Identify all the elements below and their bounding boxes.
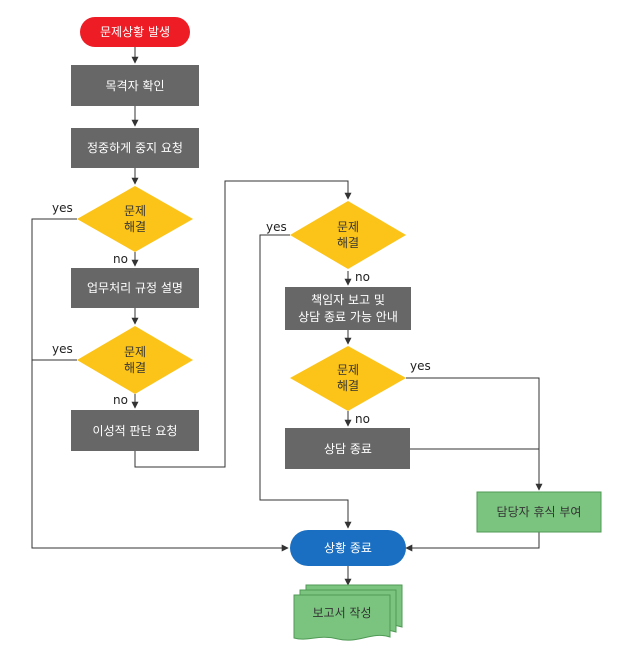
node-decision3: 문제 해결 xyxy=(290,201,406,269)
edge-reason-decision3 xyxy=(134,180,352,468)
request-reason-label: 이성적 판단 요청 xyxy=(93,424,178,438)
end-situation-label: 상황 종료 xyxy=(324,541,372,555)
node-start: 문제상황 발생 xyxy=(80,17,190,47)
node-give-break: 담당자 휴식 부여 xyxy=(476,491,602,533)
explain-rules-label: 업무처리 규정 설명 xyxy=(87,281,183,295)
edge-decision3-yes xyxy=(259,234,352,529)
decision1-shape xyxy=(77,186,193,252)
label-yes-2: yes xyxy=(52,342,73,356)
end-consult-box xyxy=(285,428,410,469)
end-consult-label: 상담 종료 xyxy=(324,442,372,456)
decision2-line2: 해결 xyxy=(124,361,146,375)
give-break-label: 담당자 휴식 부여 xyxy=(497,505,582,519)
label-yes-3: yes xyxy=(266,220,287,234)
decision3-line1: 문제 xyxy=(337,220,359,234)
decision4-shape xyxy=(290,346,406,411)
witness-label: 목격자 확인 xyxy=(105,79,164,93)
report-manager-line2: 상담 종료 가능 안내 xyxy=(298,310,398,324)
node-request-reason: 이성적 판단 요청 xyxy=(71,410,199,451)
node-decision4: 문제 해결 xyxy=(290,346,406,411)
node-write-report: 보고서 작성 xyxy=(293,584,403,641)
decision4-line1: 문제 xyxy=(337,363,359,377)
label-no-2: no xyxy=(113,393,128,407)
report-manager-box xyxy=(285,287,411,330)
decision2-line1: 문제 xyxy=(124,345,146,359)
connectors xyxy=(31,47,543,586)
label-no-3: no xyxy=(355,270,370,284)
request-stop-label: 정중하게 중지 요청 xyxy=(87,141,183,155)
give-break-box xyxy=(476,491,602,533)
edge-decision1-yes xyxy=(31,218,289,552)
start-label: 문제상황 발생 xyxy=(100,25,170,39)
explain-rules-box xyxy=(71,268,199,308)
decision3-shape xyxy=(290,201,406,269)
node-report-manager: 책임자 보고 및 상담 종료 가능 안내 xyxy=(285,287,411,330)
node-request-stop: 정중하게 중지 요청 xyxy=(71,128,199,168)
node-end-consult: 상담 종료 xyxy=(285,428,410,469)
end-situation-shape xyxy=(290,530,406,566)
node-witness: 목격자 확인 xyxy=(71,65,199,106)
decision1-line1: 문제 xyxy=(124,204,146,218)
decision1-line2: 해결 xyxy=(124,220,146,234)
label-yes-4: yes xyxy=(410,359,431,373)
edge-decision4-yes xyxy=(406,377,543,491)
witness-box xyxy=(71,65,199,106)
label-no-1: no xyxy=(113,252,128,266)
decision2-shape xyxy=(77,326,193,394)
node-end-situation: 상황 종료 xyxy=(290,530,406,566)
label-yes-1: yes xyxy=(52,201,73,215)
request-stop-box xyxy=(71,128,199,168)
request-reason-box xyxy=(71,410,199,451)
start-shape xyxy=(80,17,190,47)
node-decision1: 문제 해결 xyxy=(77,186,193,252)
report-manager-line1: 책임자 보고 및 xyxy=(311,292,385,307)
node-explain-rules: 업무처리 규정 설명 xyxy=(71,268,199,308)
decision4-line2: 해결 xyxy=(337,379,359,393)
decision3-line2: 해결 xyxy=(337,236,359,250)
node-decision2: 문제 해결 xyxy=(77,326,193,394)
edge-labels: yes no yes no yes no yes no xyxy=(52,201,431,426)
label-no-4: no xyxy=(355,412,370,426)
edge-break-end xyxy=(405,532,540,552)
write-report-label: 보고서 작성 xyxy=(312,606,371,620)
report-doc-front xyxy=(293,594,391,641)
